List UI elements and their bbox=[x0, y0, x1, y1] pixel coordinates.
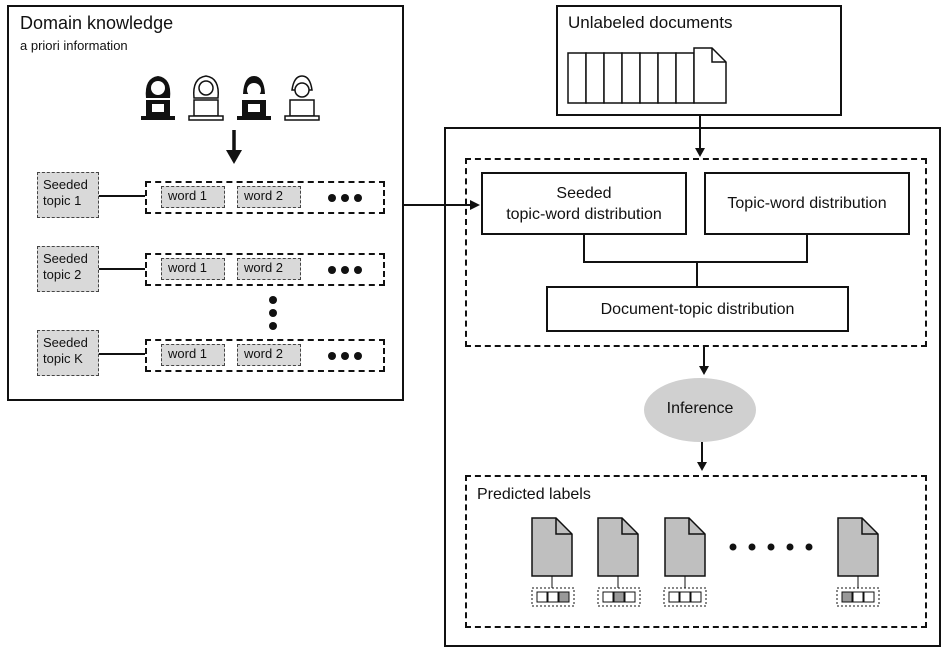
topic-word-distribution: Topic-word distribution bbox=[704, 172, 910, 235]
domain-knowledge-title: Domain knowledge bbox=[20, 13, 174, 33]
document-topic-distribution: Document-topic distribution bbox=[546, 286, 849, 332]
seeded-topic-k-words bbox=[145, 339, 385, 372]
domain-knowledge-subtitle: a priori information bbox=[20, 38, 128, 53]
model-panel bbox=[444, 127, 941, 647]
predicted-labels-region bbox=[465, 475, 927, 628]
word-chip: word 1 bbox=[161, 186, 225, 208]
word-chip: word 2 bbox=[237, 344, 301, 366]
word-chip: word 1 bbox=[161, 344, 225, 366]
seeded-topic-1-label: Seeded topic 1 bbox=[37, 172, 99, 218]
seeded-topic-word-distribution: Seeded topic-word distribution bbox=[481, 172, 687, 235]
predicted-labels-title: Predicted labels bbox=[477, 486, 591, 503]
seeded-topic-k-label: Seeded topic K bbox=[37, 330, 99, 376]
word-chip: word 2 bbox=[237, 258, 301, 280]
seeded-topic-1-words bbox=[145, 181, 385, 214]
word-chip: word 2 bbox=[237, 186, 301, 208]
seeded-topic-2-label: Seeded topic 2 bbox=[37, 246, 99, 292]
inference-label: Inference bbox=[666, 400, 734, 417]
distribution-region bbox=[465, 158, 927, 347]
seeded-topic-2-words bbox=[145, 253, 385, 286]
word-chip: word 1 bbox=[161, 258, 225, 280]
unlabeled-documents-title: Unlabeled documents bbox=[568, 13, 733, 32]
